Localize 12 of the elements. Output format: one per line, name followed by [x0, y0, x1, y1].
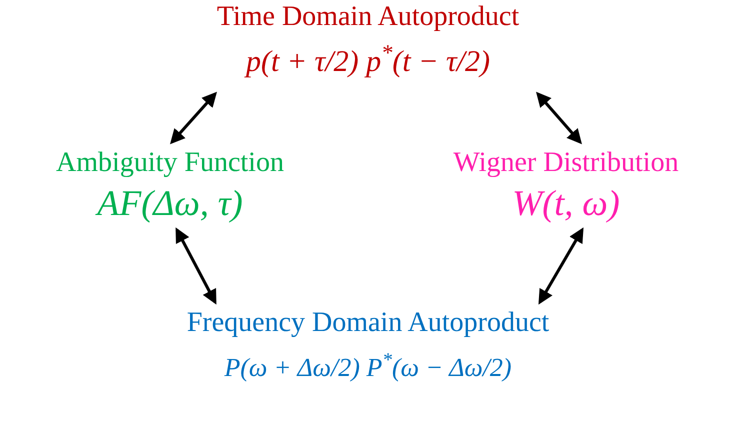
formula: W(t, ω) [512, 182, 620, 225]
formula: AF(Δω, τ) [97, 182, 243, 225]
formula: P(ω + Δω/2) P$^{*}$(ω − Δω/2) [224, 349, 512, 384]
formula: p(t + τ/2) p$^{*}$(t − τ/2) [246, 38, 490, 80]
heading: Frequency Domain Autoproduct [186, 306, 550, 340]
double-arrow [176, 227, 216, 305]
double-arrow [170, 92, 217, 144]
heading: Time Domain Autoproduct [216, 0, 520, 34]
double-arrow [536, 92, 582, 144]
heading: Wigner Distribution [453, 146, 679, 180]
double-arrow [538, 227, 584, 305]
heading: Ambiguity Function [56, 146, 284, 180]
